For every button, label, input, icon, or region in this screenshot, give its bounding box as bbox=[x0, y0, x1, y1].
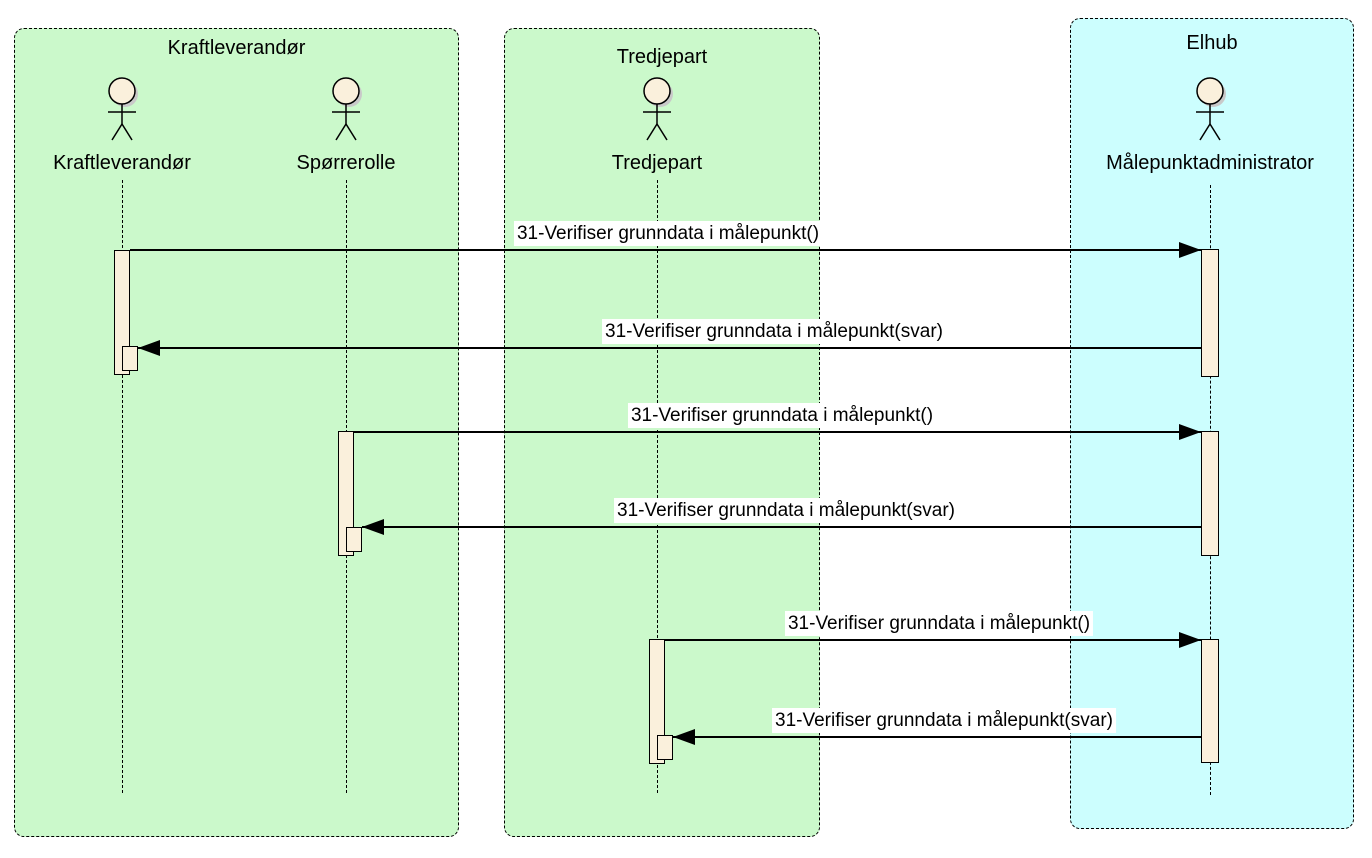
message-label-4: 31-Verifiser grunndata i målepunkt(svar) bbox=[614, 498, 958, 523]
message-label-5: 31-Verifiser grunndata i målepunkt() bbox=[784, 611, 1094, 636]
activation-sporrerolle-nested bbox=[346, 527, 362, 552]
actor-label-malepunktadministrator: Målepunktadministrator bbox=[1106, 152, 1314, 174]
arrowhead-left-icon bbox=[362, 519, 384, 535]
message-line-3 bbox=[354, 431, 1201, 433]
activation-kraftleverandor bbox=[114, 250, 130, 375]
arrowhead-left-icon bbox=[673, 729, 695, 745]
arrowhead-right-icon bbox=[1179, 242, 1201, 258]
activation-tredjepart bbox=[649, 639, 665, 764]
activation-elhub-3 bbox=[1201, 639, 1219, 763]
message-line-4 bbox=[362, 526, 1201, 528]
frame-title-tredjepart: Tredjepart bbox=[616, 46, 708, 68]
message-line-5 bbox=[665, 639, 1201, 641]
activation-sporrerolle bbox=[338, 431, 354, 556]
actor-icon bbox=[643, 77, 673, 141]
actor-icon bbox=[108, 77, 138, 141]
frame-title-elhub: Elhub bbox=[1186, 32, 1238, 54]
arrowhead-right-icon bbox=[1179, 632, 1201, 648]
arrowhead-right-icon bbox=[1179, 424, 1201, 440]
actor-icon bbox=[332, 77, 362, 141]
message-label-6: 31-Verifiser grunndata i målepunkt(svar) bbox=[772, 708, 1116, 733]
frame-title-kraftleverandor: Kraftleverandør bbox=[167, 37, 306, 59]
arrowhead-left-icon bbox=[138, 340, 160, 356]
activation-elhub-2 bbox=[1201, 431, 1219, 556]
message-line-1 bbox=[130, 249, 1201, 251]
message-label-2: 31-Verifiser grunndata i målepunkt(svar) bbox=[602, 319, 946, 344]
message-label-1: 31-Verifiser grunndata i målepunkt() bbox=[513, 221, 823, 246]
activation-kraftleverandor-nested bbox=[122, 346, 138, 371]
message-line-2 bbox=[138, 347, 1201, 349]
message-label-3: 31-Verifiser grunndata i målepunkt() bbox=[627, 403, 937, 428]
activation-tredjepart-nested bbox=[657, 735, 673, 760]
activation-elhub-1 bbox=[1201, 249, 1219, 377]
lifeline-tredjepart bbox=[657, 180, 658, 793]
actor-label-tredjepart: Tredjepart bbox=[611, 152, 703, 174]
actor-icon bbox=[1196, 77, 1226, 141]
lifeline-kraftleverandor bbox=[122, 180, 123, 793]
actor-label-sporrerolle: Spørrerolle bbox=[296, 152, 396, 174]
actor-label-kraftleverandor: Kraftleverandør bbox=[53, 152, 191, 174]
message-line-6 bbox=[673, 736, 1201, 738]
